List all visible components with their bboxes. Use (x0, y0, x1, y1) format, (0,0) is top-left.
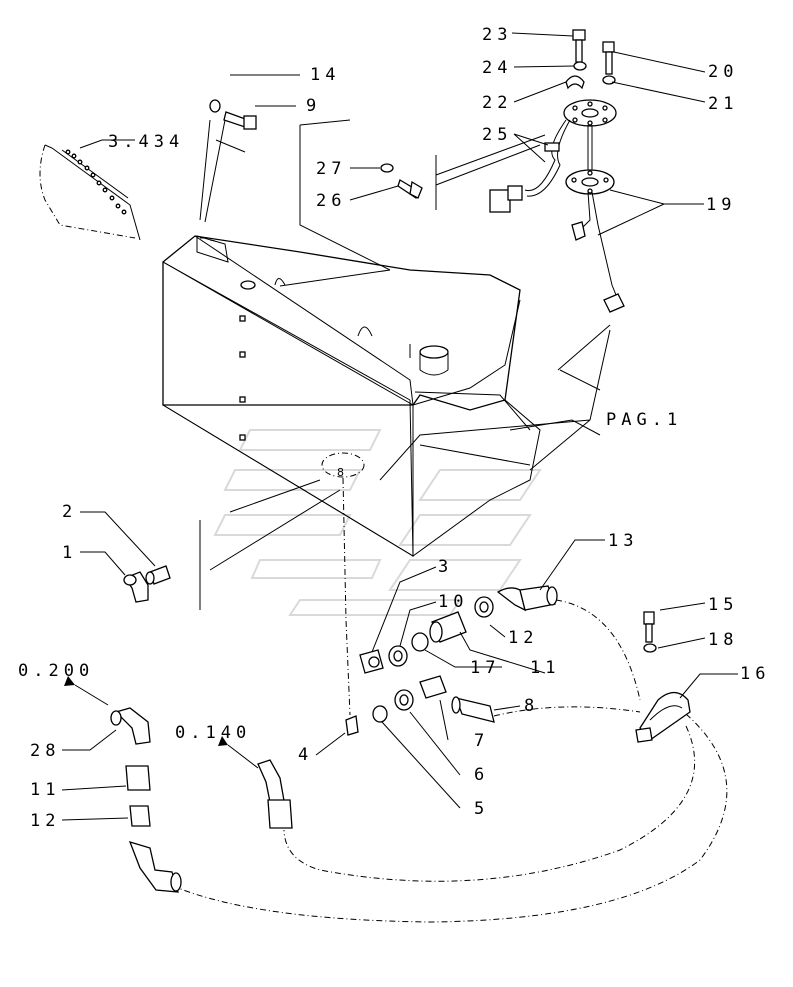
callout-19: 19 (706, 195, 736, 215)
callout-0200: 0.200 (18, 661, 94, 681)
callout-24: 24 (482, 58, 512, 78)
fittings (110, 565, 691, 893)
mount-holes (65, 149, 127, 215)
callout-9: 9 (306, 96, 321, 116)
callout-3: 3 (438, 557, 453, 577)
callout-1: 1 (62, 543, 77, 563)
callout-26: 26 (316, 191, 346, 211)
callout-25: 25 (482, 125, 512, 145)
callout-23: 23 (482, 25, 512, 45)
callout-20: 20 (708, 62, 738, 82)
callout-6: 6 (474, 765, 489, 785)
callout-10: 10 (438, 592, 468, 612)
callout-22: 22 (482, 93, 512, 113)
pipe-runs (177, 477, 728, 923)
callout-12a: 12 (508, 628, 538, 648)
callout-27: 27 (316, 159, 346, 179)
callout-pag1: PAG.1 (606, 410, 682, 430)
svg-text:8: 8 (337, 466, 344, 479)
callout-11a: 11 (530, 658, 560, 678)
callout-13: 13 (608, 531, 638, 551)
callout-18: 18 (708, 630, 738, 650)
callout-16: 16 (740, 664, 770, 684)
fuel-tank: 8 (162, 235, 541, 557)
callout-12b: 12 (30, 811, 60, 831)
leader-lines (61, 32, 738, 821)
arrow-heads (64, 676, 228, 746)
hardware-top (209, 29, 625, 313)
callout-17: 17 (470, 658, 500, 678)
callout-8: 8 (524, 696, 539, 716)
callout-28: 28 (30, 741, 60, 761)
callout-4: 4 (298, 745, 313, 765)
watermark-logo (213, 429, 542, 616)
callout-21: 21 (708, 94, 738, 114)
callout-11b: 11 (30, 780, 60, 800)
callout-7: 7 (474, 731, 489, 751)
callout-14: 14 (310, 65, 340, 85)
callout-5: 5 (474, 799, 489, 819)
callout-15: 15 (708, 595, 738, 615)
callout-0140: 0.140 (175, 723, 251, 743)
callout-3434: 3.434 (108, 132, 184, 152)
callout-labels: 23 24 22 25 20 21 19 14 9 3.434 27 26 PA… (18, 25, 770, 831)
callout-2: 2 (62, 502, 77, 522)
